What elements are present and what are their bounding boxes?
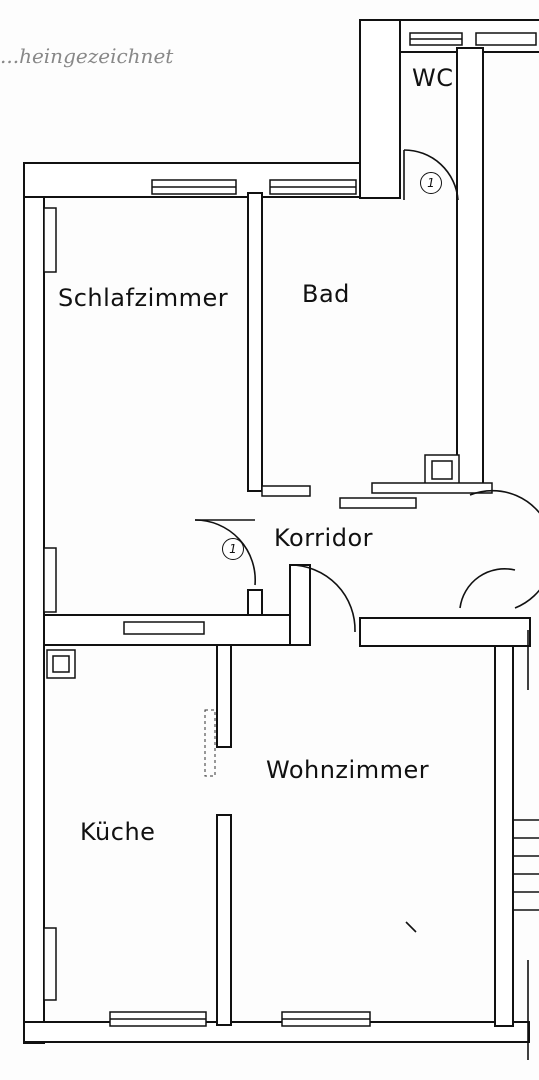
wall-kueche-lower xyxy=(216,814,232,1026)
door-swing-wc xyxy=(403,149,459,201)
room-label-bad: Bad xyxy=(302,280,350,308)
room-label-korridor: Korridor xyxy=(274,524,373,552)
wc-wall-right xyxy=(456,47,484,489)
fixture-bad-left xyxy=(261,485,311,497)
tick-mark xyxy=(405,921,417,933)
room-label-schlafzimmer: Schlafzimmer xyxy=(58,284,229,312)
door-swing-wohnzimmer xyxy=(289,564,356,633)
door-swing-entrance xyxy=(469,489,539,609)
window-left-schlafzimmer-lower xyxy=(43,547,57,613)
window-corridor xyxy=(123,621,205,635)
window-left-kueche xyxy=(43,927,57,1001)
door-marker-korridor: 1 xyxy=(222,538,244,560)
wall-kueche-upper xyxy=(216,644,232,748)
wall-door-jamb xyxy=(289,564,311,646)
door-marker-wc: 1 xyxy=(420,172,442,194)
door-swing-entrance-2 xyxy=(459,567,516,609)
fixture-bad-center xyxy=(339,497,417,509)
outer-wall-right xyxy=(494,645,514,1027)
room-label-wc: WC xyxy=(412,64,454,92)
wall-schlafzimmer-bad xyxy=(247,192,263,492)
window-left-schlafzimmer xyxy=(43,207,57,273)
handwritten-note: ...heingezeichnet xyxy=(0,44,174,68)
outer-wall-bottom xyxy=(23,1021,530,1043)
wall-corridor-right xyxy=(359,617,531,647)
chimney-bad xyxy=(424,454,460,486)
window-wc-right xyxy=(475,32,537,46)
room-label-kueche: Küche xyxy=(80,818,156,846)
wc-wall-left xyxy=(359,19,401,199)
fixture-bad-right xyxy=(371,482,493,494)
outer-wall-left xyxy=(23,162,45,1044)
room-label-wohnzimmer: Wohnzimmer xyxy=(266,756,430,784)
dashed-fixture xyxy=(204,709,216,777)
